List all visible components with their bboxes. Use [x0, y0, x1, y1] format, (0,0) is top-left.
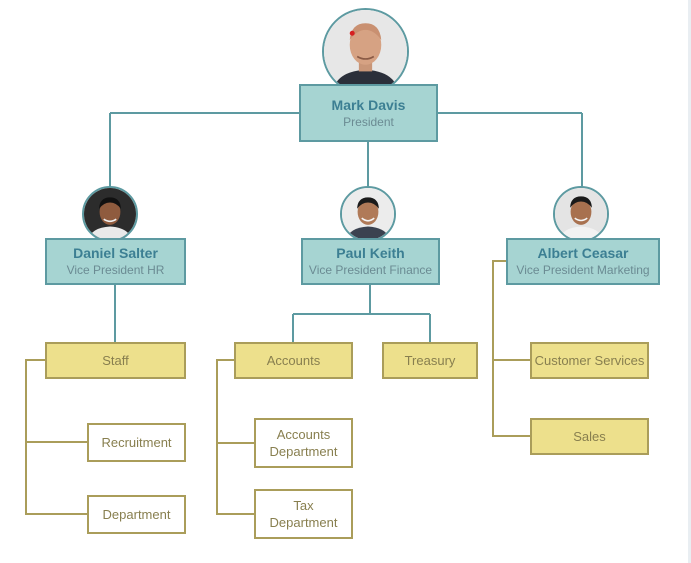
avatar-mark-davis — [322, 8, 409, 95]
node-daniel-salter[interactable]: Daniel Salter Vice President HR — [45, 238, 186, 285]
person-photo-icon — [342, 188, 394, 240]
dept-sales[interactable]: Sales — [530, 418, 649, 455]
dept-recruitment[interactable]: Recruitment — [87, 423, 186, 462]
dept-tax-department[interactable]: Tax Department — [254, 489, 353, 539]
node-title: Vice President Finance — [308, 263, 433, 277]
node-paul-keith[interactable]: Paul Keith Vice President Finance — [301, 238, 440, 285]
person-photo-icon — [84, 188, 136, 240]
avatar-albert-ceasar — [553, 186, 609, 242]
scrollbar-edge — [688, 0, 691, 563]
dept-accounts-department[interactable]: Accounts Department — [254, 418, 353, 468]
node-mark-davis[interactable]: Mark Davis President — [299, 84, 438, 142]
person-photo-icon — [324, 10, 407, 93]
avatar-daniel-salter — [82, 186, 138, 242]
node-title: President — [343, 114, 394, 129]
node-title: Vice President HR — [66, 263, 165, 277]
node-albert-ceasar[interactable]: Albert Ceasar Vice President Marketing — [506, 238, 660, 285]
node-name: Mark Davis — [331, 96, 406, 113]
dept-department[interactable]: Department — [87, 495, 186, 534]
dept-treasury[interactable]: Treasury — [382, 342, 478, 379]
dept-staff[interactable]: Staff — [45, 342, 186, 379]
node-name: Paul Keith — [336, 245, 405, 261]
dept-customer-services[interactable]: Customer Services — [530, 342, 649, 379]
connector-marketing-sales — [492, 260, 531, 437]
avatar-paul-keith — [340, 186, 396, 242]
connector-staff-department — [25, 359, 88, 515]
person-photo-icon — [555, 188, 607, 240]
connector-accounts-tax — [216, 359, 255, 515]
dept-accounts[interactable]: Accounts — [234, 342, 353, 379]
node-title: Vice President Marketing — [516, 263, 650, 277]
node-name: Daniel Salter — [73, 245, 158, 261]
node-name: Albert Ceasar — [537, 245, 629, 261]
